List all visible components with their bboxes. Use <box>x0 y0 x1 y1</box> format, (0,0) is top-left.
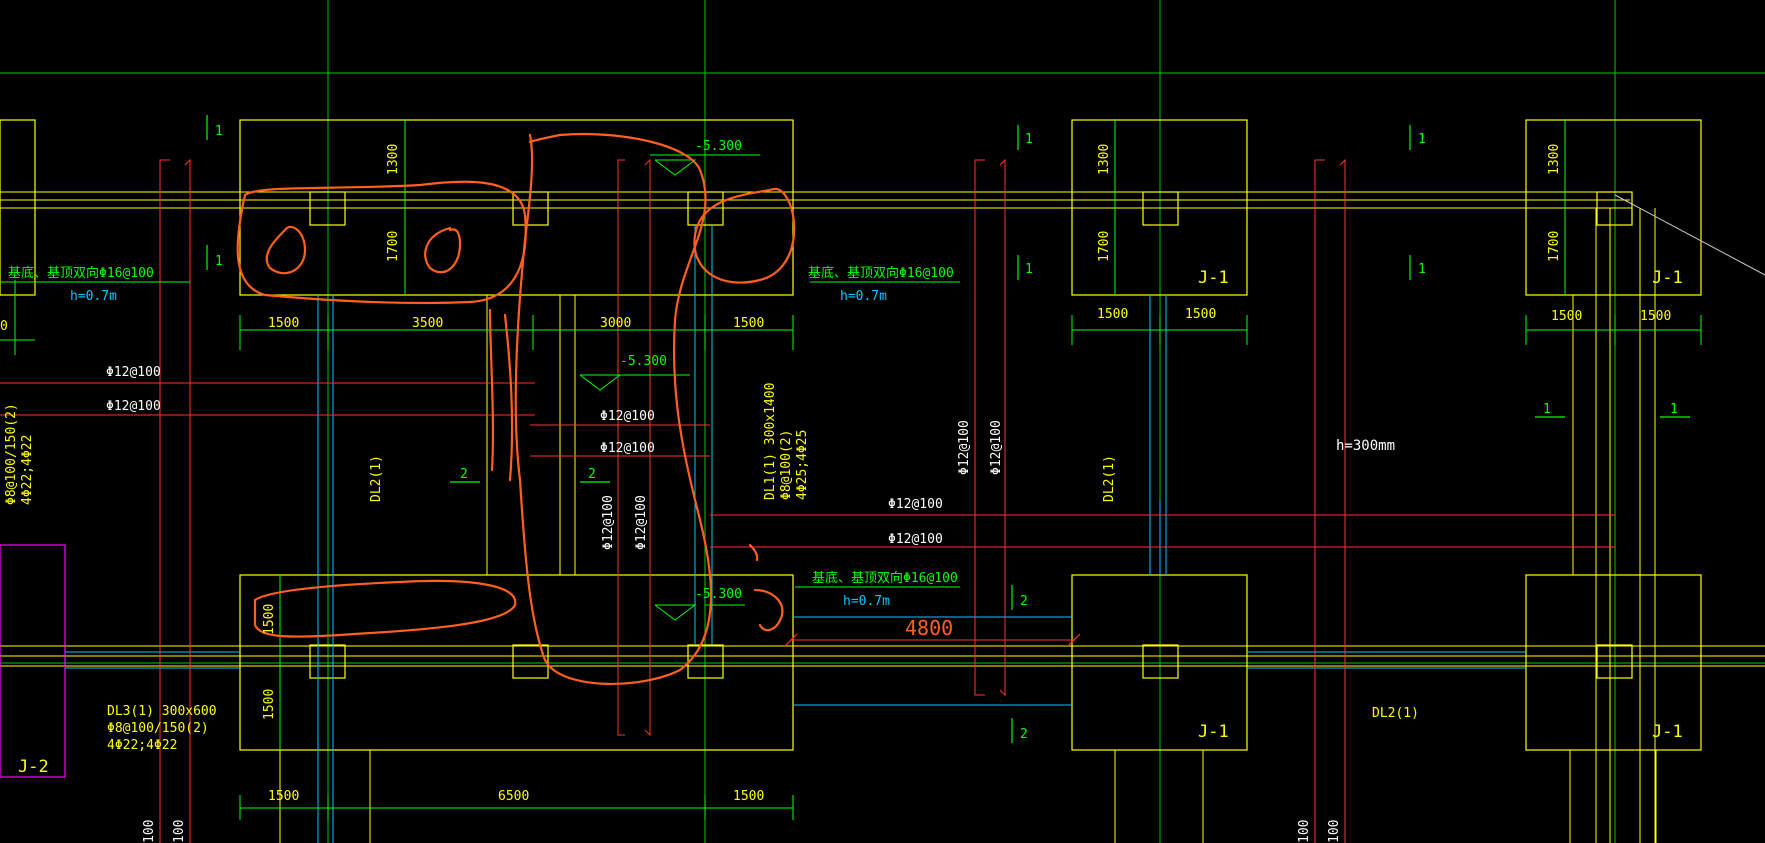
footing-bottom-large <box>239 574 794 751</box>
section-1-c: 1 <box>1025 132 1033 147</box>
dim-text-1700-c: 1700 <box>1547 231 1562 262</box>
thickness-left: h=0.7m <box>70 289 117 304</box>
beam-dl2-a: DL2(1) <box>369 455 384 502</box>
dimension-texts: 1500 3500 3000 1500 1500 1500 1500 1500 … <box>0 307 1671 804</box>
elevation-mid: -5.300 <box>620 354 667 369</box>
notes-green: 基底、基顶双向Φ16@100 基底、基顶双向Φ16@100 基底、基顶双向Φ16… <box>8 124 1678 742</box>
dim-text-1500-e: 1500 <box>1551 309 1582 324</box>
beams <box>0 191 1765 843</box>
rebar-label-c: Φ12@100 <box>600 409 655 424</box>
rebar-label-v1: Φ12@100 <box>601 495 616 550</box>
rebar-lines <box>0 158 1615 843</box>
beam-dl3-line1: DL3(1) 300x600 <box>107 704 217 719</box>
dim-text-1500-a: 1500 <box>268 316 299 331</box>
beam-dl3-line3: 4Φ22;4Φ22 <box>107 738 177 753</box>
note-footing-left: 基底、基顶双向Φ16@100 <box>8 265 154 281</box>
section-1-f: 1 <box>1418 262 1426 277</box>
slab-thickness: h=300mm <box>1336 438 1395 454</box>
rebar-label-f: Φ12@100 <box>888 532 943 547</box>
beam-left-line1: Φ8@100/150(2) <box>4 403 19 505</box>
rebar-label-v2: Φ12@100 <box>634 495 649 550</box>
rebar-label-v5: 100 <box>142 820 157 843</box>
beam-dl1-line3: 4Φ25;4Φ25 <box>795 430 810 500</box>
elevation-top: -5.300 <box>695 139 742 154</box>
section-marks <box>206 115 1690 743</box>
note-footing-top: 基底、基顶双向Φ16@100 <box>808 265 954 281</box>
beam-dl2-c: DL2(1) <box>1372 706 1419 721</box>
footing-label-j1-c: J-1 <box>1198 722 1229 742</box>
dim-text-1500-g: 1500 <box>268 789 299 804</box>
footing-labels: J-1 J-1 J-1 J-1 J-2 <box>18 268 1683 777</box>
dim-text-1500-h: 1500 <box>733 789 764 804</box>
dim-text-1300-c: 1300 <box>1547 144 1562 175</box>
dim-text-1500-v1: 1500 <box>262 604 277 635</box>
note-footing-bottom: 基底、基顶双向Φ16@100 <box>812 570 958 586</box>
beam-dl3-line2: Φ8@100/150(2) <box>107 721 209 736</box>
dim-text-6500: 6500 <box>498 789 529 804</box>
rebar-label-a: Φ12@100 <box>106 365 161 380</box>
beams-cyan <box>65 225 1526 843</box>
section-2-c: 2 <box>1020 594 1028 609</box>
rebar-label-v8: 100 <box>1327 820 1342 843</box>
rebar-label-e: Φ12@100 <box>888 497 943 512</box>
dim-text-1300-b: 1300 <box>1097 144 1112 175</box>
beam-left-line2: 4Φ22;4Φ22 <box>20 435 35 505</box>
dim-text-3000: 3000 <box>600 316 631 331</box>
dim-text-1500-b: 1500 <box>733 316 764 331</box>
thickness-bottom: h=0.7m <box>843 594 890 609</box>
footing-j2 <box>0 544 66 778</box>
rebar-label-v4: Φ12@100 <box>989 420 1004 475</box>
rebar-labels: Φ12@100 Φ12@100 Φ12@100 Φ12@100 Φ12@100 … <box>106 365 1395 843</box>
rebar-label-b: Φ12@100 <box>106 399 161 414</box>
elevation-bottom: -5.300 <box>695 587 742 602</box>
footing-label-j1-b: J-1 <box>1652 268 1683 288</box>
beam-dl2-b: DL2(1) <box>1102 455 1117 502</box>
dim-text-0: 0 <box>0 319 8 334</box>
diagonal-line <box>1614 194 1765 276</box>
section-1-g: 1 <box>1543 402 1551 417</box>
dim-text-1500-v2: 1500 <box>262 689 277 720</box>
beam-dl1-line2: Φ8@100(2) <box>779 430 794 500</box>
rebar-label-v7: 100 <box>1297 820 1312 843</box>
section-1-e: 1 <box>1418 132 1426 147</box>
thickness-top: h=0.7m <box>840 289 887 304</box>
section-2-d: 2 <box>1020 727 1028 742</box>
elevation-markers <box>579 159 697 621</box>
section-1-h: 1 <box>1670 402 1678 417</box>
beam-dl1-line1: DL1(1) 300x1400 <box>763 383 778 500</box>
dim-text-1500-f: 1500 <box>1640 309 1671 324</box>
footing-bottom-j1-b <box>1525 574 1702 751</box>
dim-ticks-4800 <box>784 633 1081 647</box>
dim-text-1700-b: 1700 <box>1097 231 1112 262</box>
notes-cyan: h=0.7m h=0.7m h=0.7m <box>70 289 890 609</box>
section-1-d: 1 <box>1025 262 1033 277</box>
footing-label-j1-a: J-1 <box>1198 268 1229 288</box>
section-2-b: 2 <box>588 467 596 482</box>
dim-text-1500-c: 1500 <box>1097 307 1128 322</box>
beam-labels: DL1(1) 300x1400 Φ8@100(2) 4Φ25;4Φ25 DL2(… <box>4 383 1419 753</box>
dim-text-1500-d: 1500 <box>1185 307 1216 322</box>
vertical-dim-texts: 1300 1700 1300 1700 1300 1700 1500 1500 <box>262 144 1562 720</box>
markup-annotations <box>236 132 796 686</box>
dim-text-3500: 3500 <box>412 316 443 331</box>
section-2-a: 2 <box>460 467 468 482</box>
footing-label-j2: J-2 <box>18 757 49 777</box>
rebar-label-v3: Φ12@100 <box>957 420 972 475</box>
dimension-lines <box>0 120 1702 820</box>
dim-text-4800: 4800 <box>905 616 953 640</box>
dim-text-1300-a: 1300 <box>386 144 401 175</box>
rebar-label-v6: 100 <box>172 820 187 843</box>
rebar-label-d: Φ12@100 <box>600 441 655 456</box>
section-1-b: 1 <box>215 254 223 269</box>
section-1-a: 1 <box>215 124 223 139</box>
footing-label-j1-d: J-1 <box>1652 722 1683 742</box>
dim-text-1700-a: 1700 <box>386 231 401 262</box>
